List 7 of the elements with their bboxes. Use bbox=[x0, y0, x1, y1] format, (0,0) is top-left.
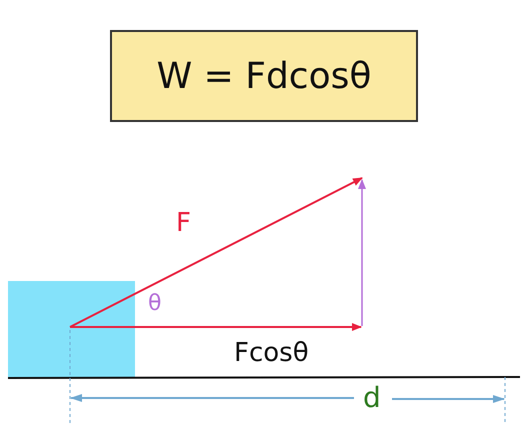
distance-label: d bbox=[363, 384, 381, 412]
force-label: F bbox=[176, 210, 191, 236]
component-label: Fcosθ bbox=[234, 340, 309, 366]
formula-text: W = Fdcosθ bbox=[156, 56, 372, 96]
block bbox=[8, 281, 135, 378]
formula-box bbox=[110, 30, 418, 122]
angle-label: θ bbox=[148, 293, 162, 315]
